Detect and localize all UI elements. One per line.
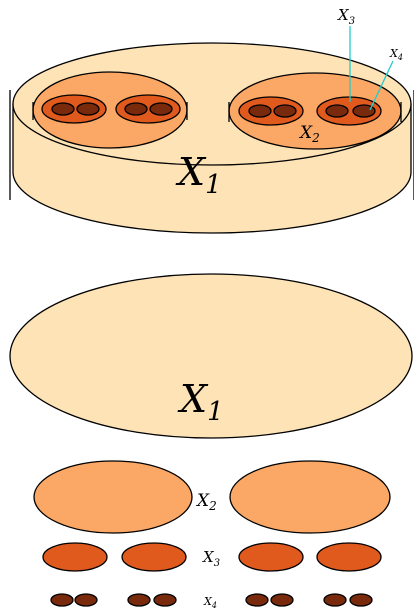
x2-oval bbox=[229, 460, 391, 534]
x4-oval bbox=[76, 102, 100, 116]
disk-3d-view: X1 X2 X3 X4 bbox=[9, 6, 414, 234]
x4-oval bbox=[323, 593, 347, 607]
x3-oval bbox=[42, 542, 108, 572]
x4-oval bbox=[149, 102, 173, 116]
x4-label: X4 bbox=[389, 47, 403, 62]
x2-label: X2 bbox=[298, 123, 320, 145]
x2-oval bbox=[33, 460, 193, 534]
x4-oval bbox=[50, 593, 74, 607]
x4-oval bbox=[124, 102, 148, 116]
x4-oval bbox=[127, 593, 151, 607]
x3-label: X3 bbox=[337, 6, 355, 27]
x4-oval bbox=[273, 104, 297, 118]
x1-label: X1 bbox=[175, 150, 222, 200]
x4-oval bbox=[74, 593, 98, 607]
left-x2-group bbox=[32, 71, 188, 149]
x3-oval bbox=[238, 542, 304, 572]
exploded-levels-view: X1 X2 X3 X4 bbox=[9, 273, 413, 610]
x1-label: X1 bbox=[177, 377, 224, 427]
x3-label: X3 bbox=[202, 548, 220, 569]
x4-oval bbox=[349, 593, 373, 607]
x4-oval bbox=[270, 593, 294, 607]
x1-oval bbox=[9, 273, 413, 439]
x4-oval bbox=[352, 104, 376, 118]
x3-oval bbox=[316, 542, 382, 572]
x4-oval bbox=[153, 593, 177, 607]
x3-oval bbox=[115, 94, 181, 124]
x4-oval bbox=[245, 593, 269, 607]
x4-label: X4 bbox=[203, 595, 217, 610]
x4-leader-line bbox=[369, 60, 394, 111]
x4-oval bbox=[325, 104, 349, 118]
x4-oval bbox=[51, 102, 75, 116]
x4-oval bbox=[248, 104, 272, 118]
x3-oval bbox=[316, 96, 382, 126]
x2-label: X2 bbox=[195, 491, 217, 513]
right-x2-group bbox=[228, 72, 402, 150]
x3-oval bbox=[121, 542, 187, 572]
